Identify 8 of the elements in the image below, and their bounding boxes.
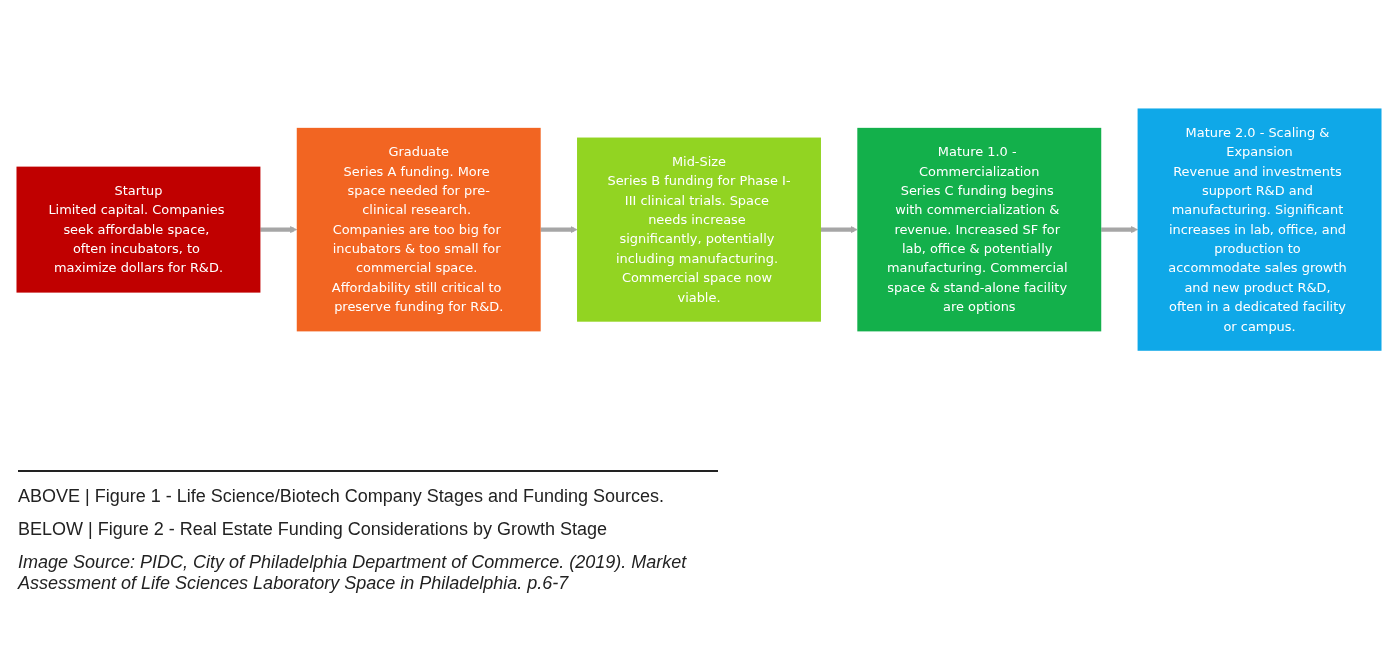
figure-caption: BELOW | Figure 2 - Real Estate Funding Considerations by Growth Stage (18, 519, 608, 540)
stage-box: Graduate Series A funding. More space needed for pre-clinical research. Companies are too big for incubators & too small for commercial space. Affordability still critical to preserve funding for R&D. (296, 128, 541, 332)
figure-caption: ABOVE | Figure 1 - Life Science/Biotech Company Stages and Funding Sources. (18, 486, 666, 507)
source-note: Image Source: PIDC, City of Philadelphia Department of Commerce. (2019). Market Assessment of Life Sciences Laboratory Space in Philadelphia. p.6-7 (18, 552, 688, 594)
stage-box: Mature 2.0 - Scaling & Expansion Revenue and investments support R&D and manufacturing. Significant increases in lab, office, and production to accommodate sales growth and new product R&D, often in a dedicated facility or campus. (1137, 108, 1382, 352)
stage-box: Mid-Size Series B funding for Phase I-III clinical trials. Space needs increase significantly, potentially including manufacturing. Commercial space now viable. (577, 137, 821, 323)
stage-box: Startup Limited capital. Companies seek affordable space, often incubators, to maximize dollars for R&D. (16, 167, 261, 293)
stage-box: Mature 1.0 - Commercialization Series C funding begins with commercialization & revenue. Increased SF for lab, office & potentially manufacturing. Commercial space & stand-alone facility are options (857, 128, 1102, 332)
